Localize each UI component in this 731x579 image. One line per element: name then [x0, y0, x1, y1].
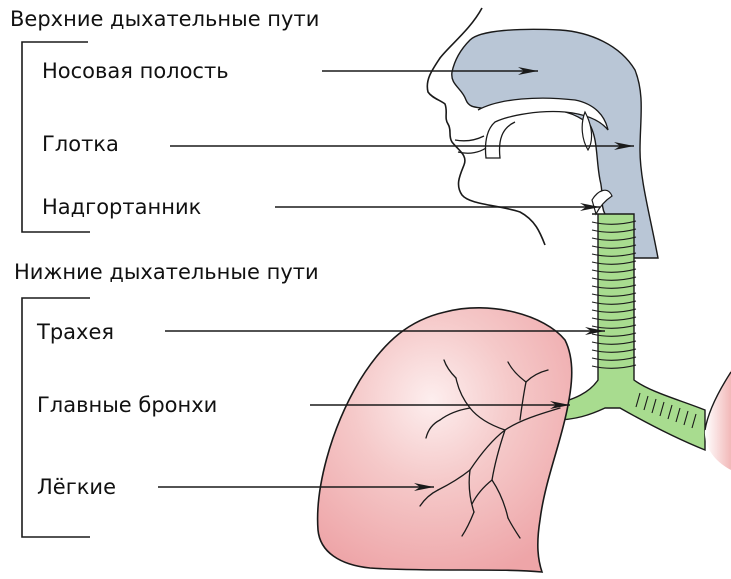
- label-lungs: Лёгкие: [37, 475, 116, 499]
- label-trachea: Трахея: [36, 320, 114, 344]
- label-nasal-cavity: Носовая полость: [42, 59, 229, 83]
- label-pharynx: Глотка: [42, 132, 119, 156]
- label-main-bronchi: Главные бронхи: [37, 393, 217, 417]
- left-lung: [318, 308, 572, 572]
- upper-airways-title: Верхние дыхательные пути: [10, 7, 319, 31]
- lower-airways-title: Нижние дыхательные пути: [14, 260, 319, 284]
- label-epiglottis: Надгортанник: [42, 195, 201, 219]
- trachea-shape: [550, 214, 705, 450]
- right-lung-partial: [705, 370, 731, 470]
